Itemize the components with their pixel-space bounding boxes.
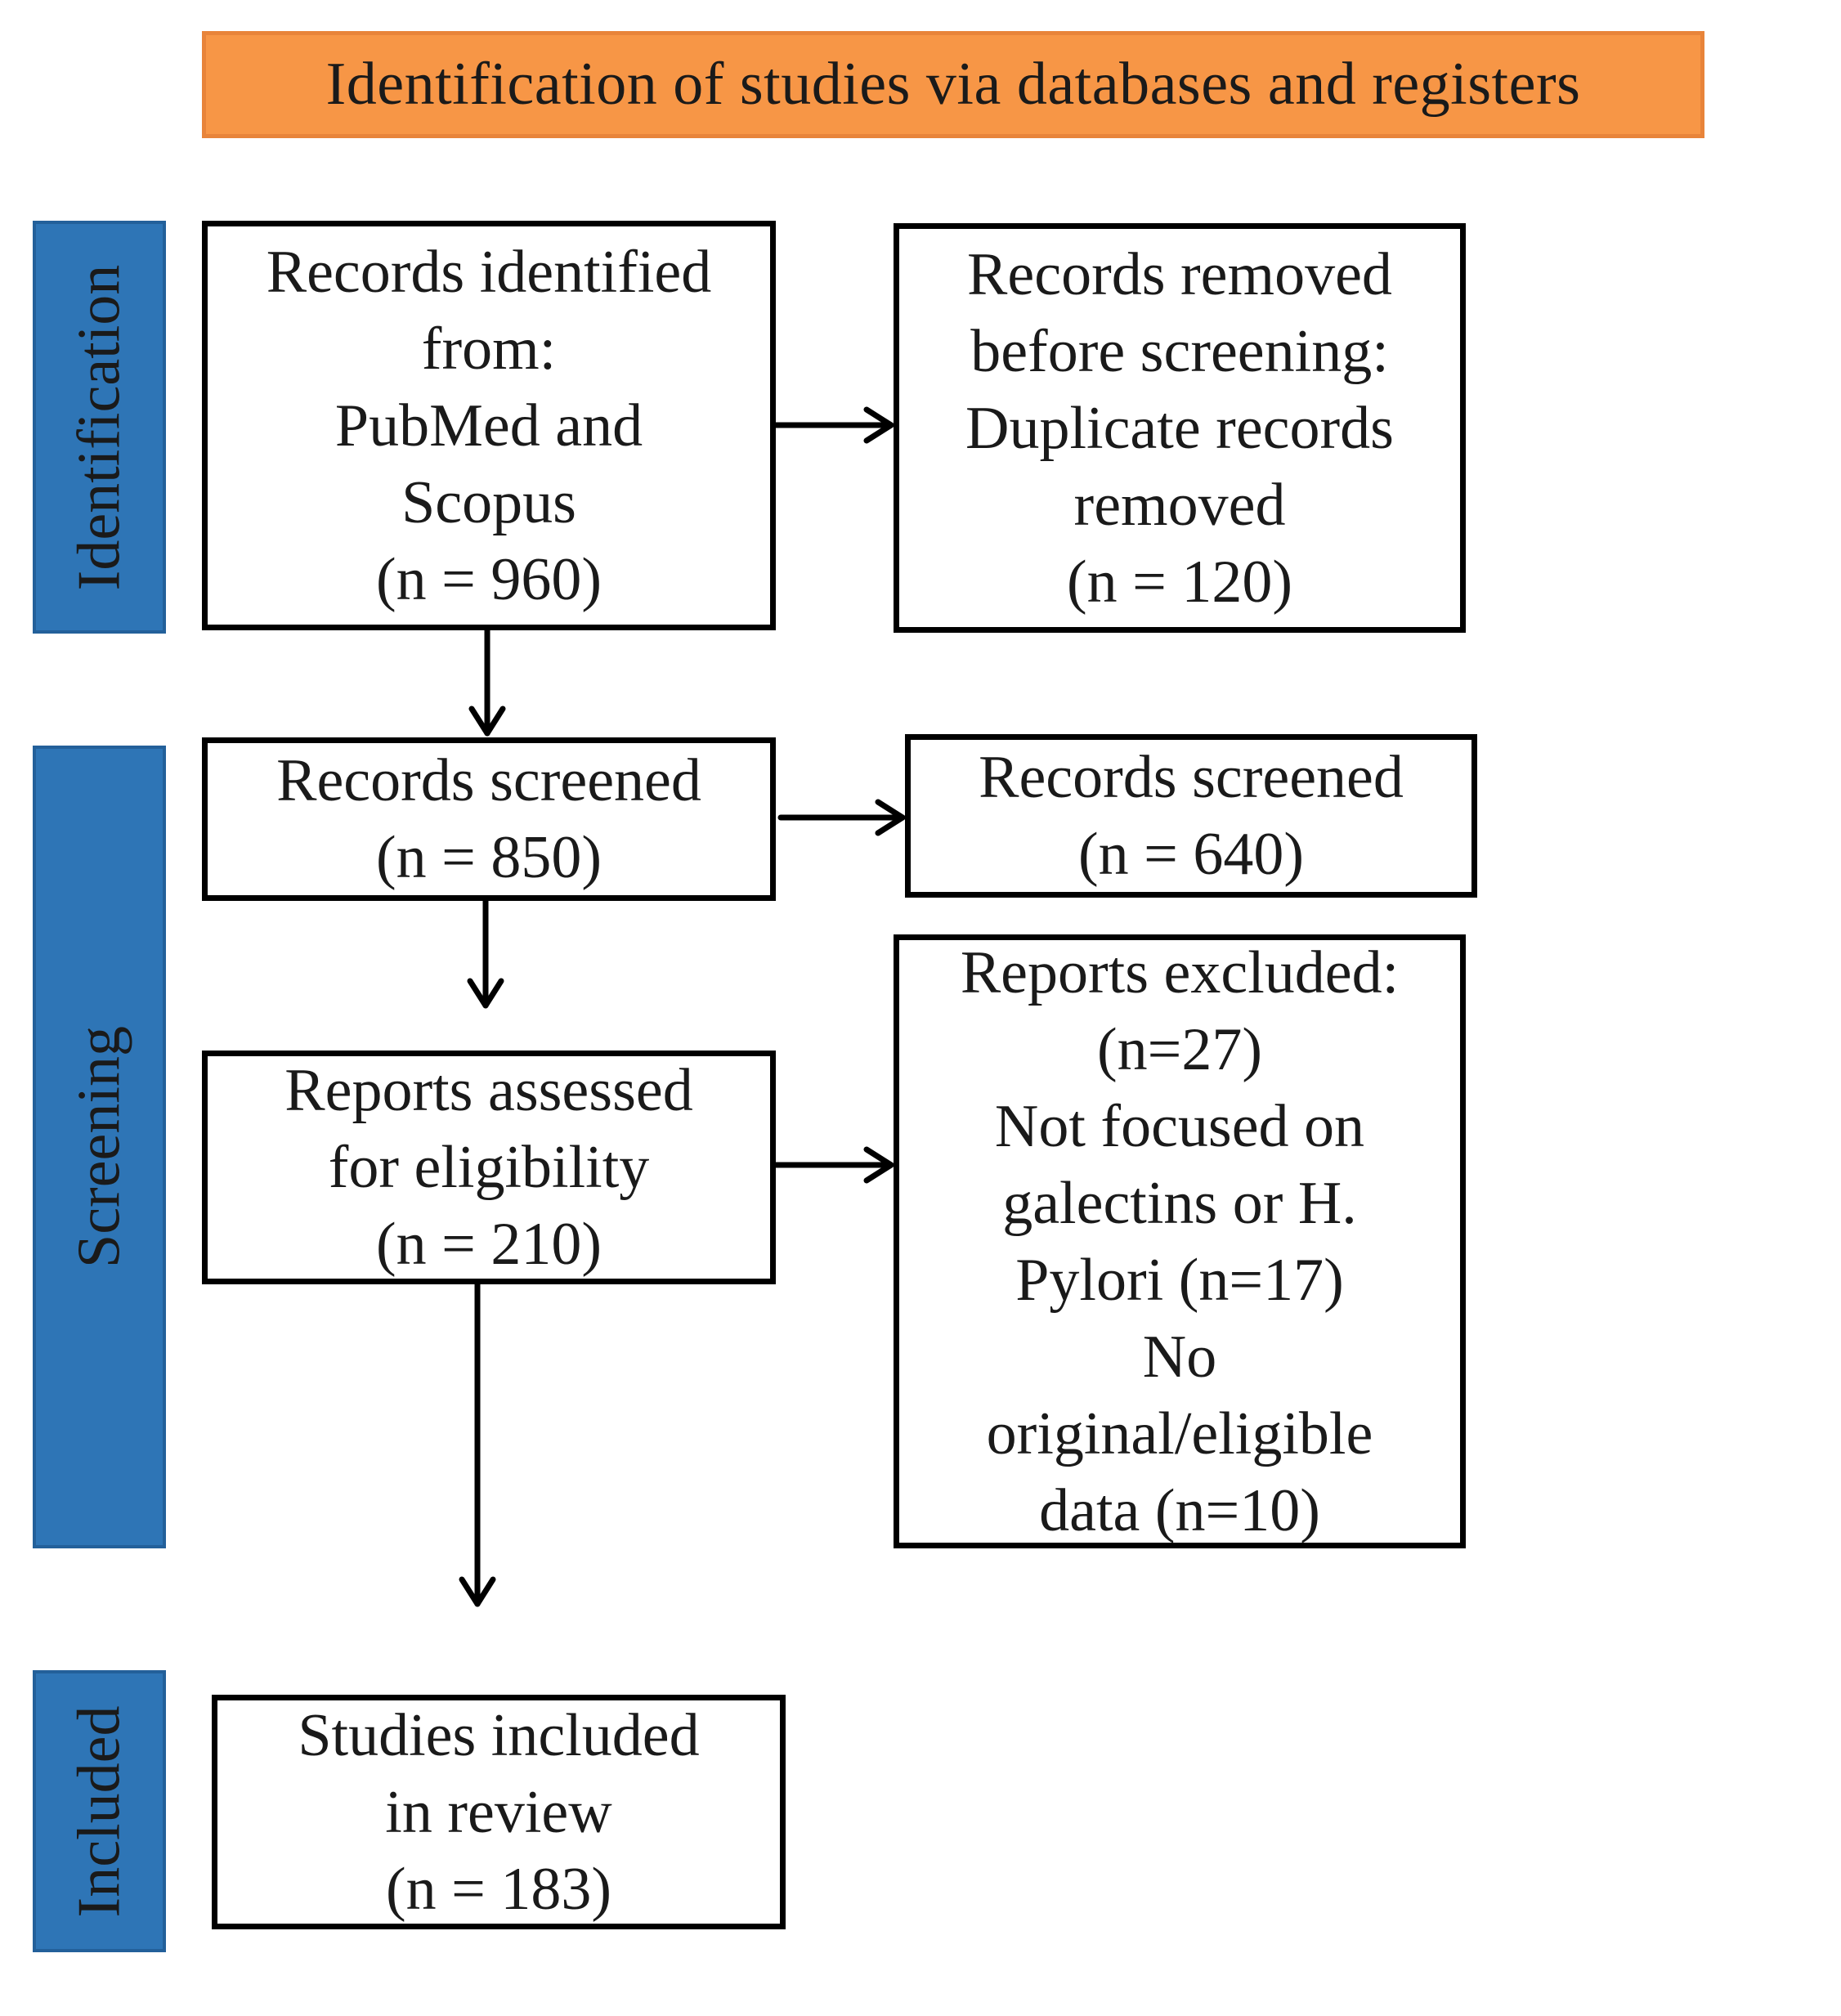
box-line: Records screened [979,744,1404,811]
box-line: before screening: [970,317,1389,385]
box-line: Reports excluded: [960,939,1400,1006]
arrow-identified-to-removed [773,406,894,444]
box-line: (n=27) [1096,1015,1263,1083]
reports-excluded-box: Reports excluded: (n=27) Not focused on … [894,934,1466,1548]
arrow-screened-to-assessed [467,898,504,1009]
phase-screening: Screening [33,746,166,1548]
box-line: (n = 210) [375,1211,602,1278]
box-line: galectins or H. [1002,1169,1357,1237]
box-line: from: [421,315,557,383]
box-line: PubMed and [334,392,643,459]
arrow-identified-to-screened [468,627,506,737]
studies-included-box: Studies included in review (n = 183) [212,1695,786,1929]
records-removed-box: Records removed before screening: Duplic… [894,223,1466,633]
box-line: in review [385,1778,612,1846]
box-line: for eligibility [328,1134,650,1201]
records-identified-box: Records identified from: PubMed and Scop… [202,221,776,630]
box-line: No [1142,1323,1217,1391]
box-line: data (n=10) [1039,1476,1320,1544]
header-title: Identification of studies via databases … [325,51,1581,118]
phase-included-label: Included [65,1705,132,1917]
box-line: Pylori (n=17) [1015,1246,1344,1314]
records-screened-excluded-box: Records screened (n = 640) [905,734,1477,898]
box-line: Records removed [967,240,1392,308]
box-line: Scopus [401,468,576,536]
phase-included: Included [33,1670,166,1952]
box-line: Duplicate records [965,394,1394,462]
reports-assessed-box: Reports assessed for eligibility (n = 21… [202,1051,776,1284]
phase-screening-label: Screening [65,1026,132,1268]
box-line: Records screened [276,747,701,814]
box-line: removed [1073,471,1286,539]
arrow-screened-to-excluded [777,799,906,836]
box-line: Records identified [266,238,712,306]
box-line: original/eligible [986,1400,1373,1467]
arrow-assessed-to-included [459,1281,496,1607]
box-line: (n = 640) [1077,821,1305,888]
box-line: (n = 960) [375,545,602,613]
box-line: (n = 850) [375,824,602,891]
box-line: Reports assessed [284,1057,693,1124]
diagram-header: Identification of studies via databases … [202,31,1704,138]
box-line: (n = 183) [385,1855,612,1923]
phase-identification: Identification [33,221,166,634]
box-line: Studies included [298,1701,700,1769]
arrow-assessed-to-reports-excluded [773,1146,894,1184]
box-line: Not focused on [994,1092,1365,1160]
box-line: (n = 120) [1066,548,1293,616]
records-screened-box: Records screened (n = 850) [202,737,776,901]
phase-identification-label: Identification [65,264,132,590]
